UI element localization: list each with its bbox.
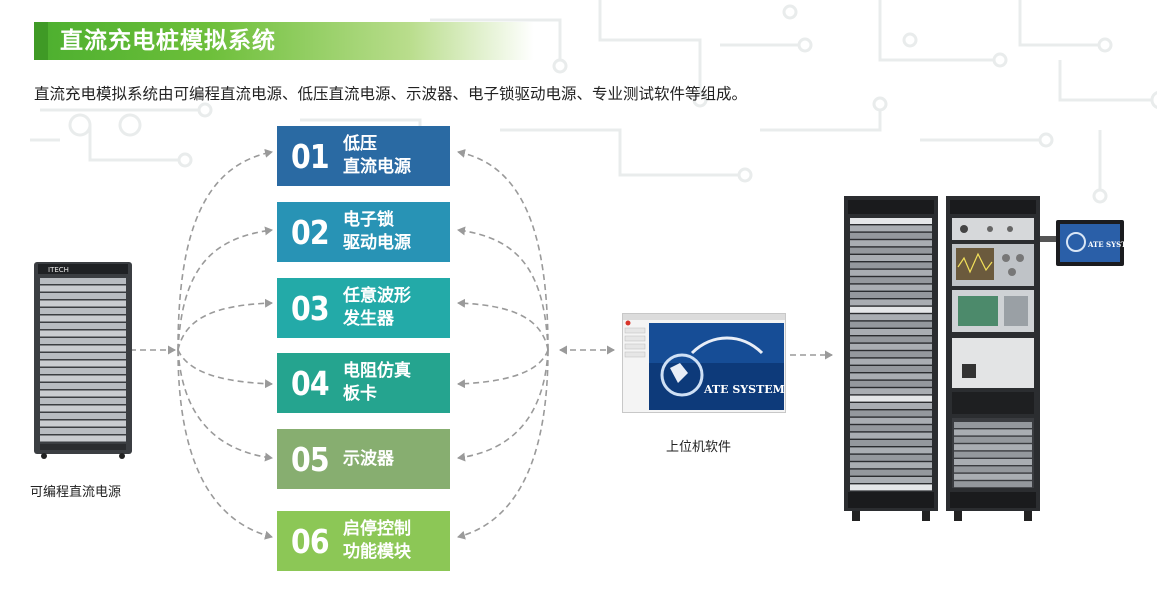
module-box-06: 06 启停控制功能模块: [277, 511, 450, 571]
module-number: 04: [291, 363, 330, 403]
module-number: 03: [291, 288, 330, 328]
software-screenshot-image: ATE SYSTEM: [622, 313, 786, 413]
module-label-line-1: 示波器: [343, 448, 394, 469]
module-label: 示波器: [343, 429, 394, 489]
module-label-line-2: 板卡: [343, 384, 377, 404]
module-label-line-2: 功能模块: [343, 542, 411, 562]
title-accent-stripe: [34, 22, 48, 60]
module-label: 电阻仿真板卡: [343, 353, 411, 413]
module-label: 任意波形发生器: [343, 278, 411, 338]
module-label-line-2: 发生器: [343, 309, 394, 329]
section-title-bar: 直流充电桩模拟系统: [34, 22, 534, 60]
module-box-05: 05 示波器: [277, 429, 450, 489]
module-label-line-1: 电子锁: [343, 210, 394, 230]
module-box-01: 01 低压直流电源: [277, 126, 450, 186]
module-label: 低压直流电源: [343, 126, 411, 186]
module-label-line-2: 直流电源: [343, 157, 411, 177]
software-caption: 上位机软件: [666, 440, 732, 455]
software-logo-text: ATE SYSTEM: [703, 383, 785, 396]
module-box-02: 02 电子锁驱动电源: [277, 202, 450, 262]
page-title: 直流充电桩模拟系统: [60, 28, 276, 54]
intro-text: 直流充电模拟系统由可编程直流电源、低压直流电源、示波器、电子锁驱动电源、专业测试…: [34, 85, 748, 103]
module-label: 启停控制功能模块: [343, 511, 411, 571]
programmable-dc-power-supply-image: ITECH: [34, 262, 132, 459]
module-label-line-1: 启停控制: [343, 519, 411, 539]
monitor-logo-text: ATE SYSTEM: [1087, 240, 1130, 249]
ate-rack-system-image: ATE SYSTEM: [844, 196, 1130, 521]
module-number: 05: [291, 439, 330, 479]
module-label-line-1: 电阻仿真: [343, 361, 411, 381]
brand-label: ITECH: [48, 266, 69, 274]
module-label-line-2: 驱动电源: [343, 233, 411, 253]
module-label-line-1: 任意波形: [343, 286, 411, 306]
module-box-04: 04 电阻仿真板卡: [277, 353, 450, 413]
module-box-03: 03 任意波形发生器: [277, 278, 450, 338]
module-label-line-1: 低压: [343, 134, 377, 154]
module-label: 电子锁驱动电源: [343, 202, 411, 262]
module-number: 01: [291, 136, 330, 176]
module-number: 02: [291, 212, 330, 252]
module-number: 06: [291, 521, 330, 561]
power-supply-caption: 可编程直流电源: [30, 485, 122, 500]
